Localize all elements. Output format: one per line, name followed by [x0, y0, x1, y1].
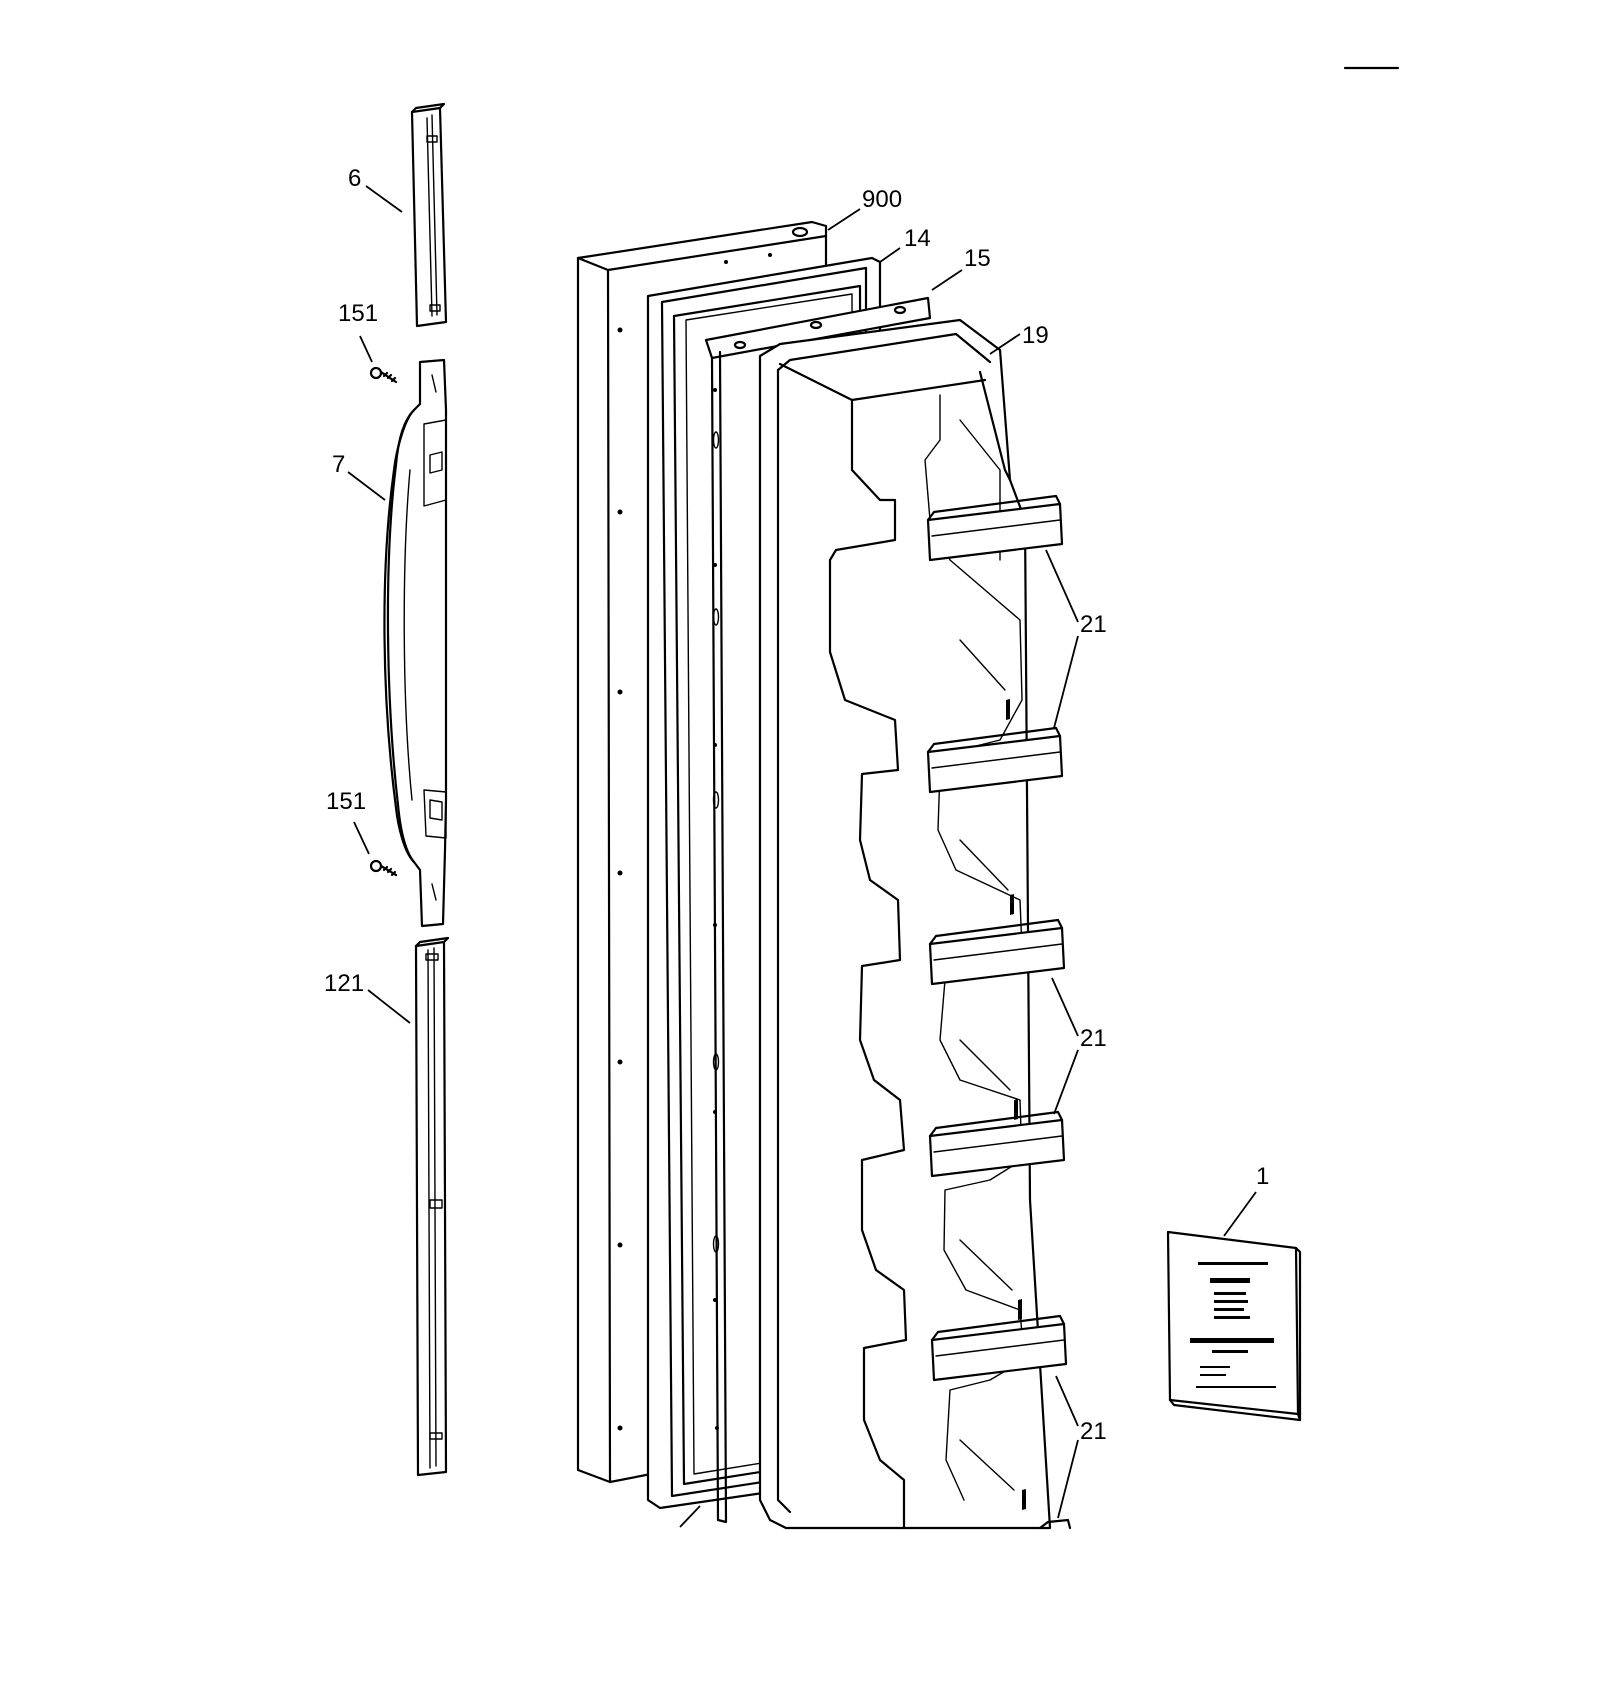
- callout-151-bottom: 151: [326, 788, 366, 815]
- callout-19: 19: [1022, 322, 1049, 349]
- shelf-rail-21-6: [1038, 1518, 1072, 1530]
- shelf-rail-21-2: [926, 726, 1064, 794]
- callout-7: 7: [332, 451, 345, 478]
- part-15-breaker-strip: [704, 296, 932, 1524]
- callout-900: 900: [862, 186, 902, 213]
- callout-151-top: 151: [338, 300, 378, 327]
- shelf-rail-21-4: [928, 1110, 1066, 1178]
- part-7-door-handle: [383, 358, 448, 928]
- callout-6: 6: [348, 165, 361, 192]
- callout-labels: 6 151 7 151 121 900 14 15 19 21 21 21 1: [324, 165, 1269, 1445]
- callout-121: 121: [324, 970, 364, 997]
- part-151-screw-bottom: [369, 859, 398, 877]
- shelf-rail-21-5: [930, 1314, 1068, 1382]
- callout-1: 1: [1256, 1163, 1269, 1190]
- part-6-handle-cap: [410, 102, 448, 328]
- part-1-owner-manual: [1166, 1230, 1302, 1422]
- callout-21-upper: 21: [1080, 611, 1107, 638]
- callout-14: 14: [904, 225, 931, 252]
- shelf-rail-21-1: [926, 494, 1064, 562]
- part-121-handle-trim: [414, 936, 450, 1477]
- callout-15: 15: [964, 245, 991, 272]
- leader-lines: [347, 185, 1257, 1528]
- callout-21-lower: 21: [1080, 1418, 1107, 1445]
- part-19-door-liner: [758, 318, 1052, 1530]
- callout-21-middle: 21: [1080, 1025, 1107, 1052]
- part-151-screw-top: [369, 366, 398, 384]
- shelf-rail-21-3: [928, 918, 1066, 986]
